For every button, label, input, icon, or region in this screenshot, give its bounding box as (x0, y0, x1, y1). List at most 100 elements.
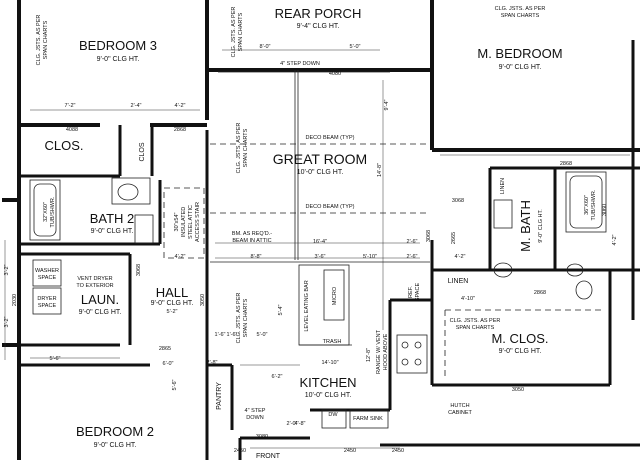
room-m-bath: M. BATH (518, 200, 533, 252)
note-clg-jsts-5: CLG. JSTS. AS PER (236, 293, 242, 344)
dim-label: 5'-4" (278, 304, 284, 315)
note-ref-1: REF. (408, 286, 414, 298)
note-clg-jsts-4: CLG. JSTS. AS PER (236, 123, 242, 174)
dim-label: 4'-10" (461, 296, 475, 302)
dim-label: 2'-6" (407, 239, 418, 245)
note-washer-1: WASHER (35, 268, 59, 274)
note-range-2: HOOD ABOVE (383, 333, 389, 370)
dim-label: 5'-0" (350, 44, 361, 50)
dim-label: 4'-2" (175, 254, 186, 260)
dim-label: 2868 (174, 127, 186, 133)
room-bedroom3-ceiling: 9'-0" CLG HT. (97, 56, 140, 63)
room-hall-ceiling: 9'-0" CLG HT. (151, 300, 194, 307)
note-farm-sink: FARM SINK (353, 416, 383, 422)
room-m-bath-ceiling: 9'-0" CLG HT. (538, 209, 544, 243)
dim-label: 2'-0" (287, 421, 298, 427)
dim-label: 2'-4" (131, 103, 142, 109)
dim-label: 5'-10" (363, 254, 377, 260)
dim-label: 2665 (451, 232, 457, 244)
note-range-1: RANGE W/ VENT (376, 329, 382, 374)
dim-label: 3050 (512, 387, 524, 393)
note-ref-2: SPACE (415, 283, 421, 302)
dim-label: 4'-8" (295, 421, 306, 427)
room-bath2-ceiling: 9'-0" CLG HT. (91, 228, 134, 235)
dim-label: 4'-6" (453, 148, 464, 154)
room-clos: CLOS. (44, 138, 83, 153)
room-bedroom3: BEDROOM 3 (79, 38, 157, 53)
dim-label: 16'-4" (313, 239, 327, 245)
dim-label: 3068 (136, 264, 142, 276)
note-deco-beam-2: DECO BEAM (TYP) (306, 204, 355, 210)
note-dw: DW (328, 412, 338, 418)
dim-label: 2030 (12, 294, 18, 306)
dim-label: 8'-0" (260, 44, 271, 50)
dim-label: 1'-6" (215, 332, 226, 338)
dim-label: 4'-2" (175, 103, 186, 109)
room-bedroom2-ceiling: 9'-0" CLG HT. (94, 442, 137, 449)
note-deco-beam-1: DECO BEAM (TYP) (306, 135, 355, 141)
dim-label: 4080 (329, 71, 341, 77)
note-hutch-2: CABINET (448, 410, 472, 416)
note-vent-2: TO EXTERIOR (76, 283, 113, 289)
note-attic-4: ACCESS STAIR (195, 202, 201, 242)
room-m-clos: M. CLOS. (491, 331, 548, 346)
note-step-down-porch: 4" STEP DOWN (280, 61, 320, 67)
note-dryer-2: SPACE (38, 303, 57, 309)
dim-label: 14'-10" (321, 360, 338, 366)
dim-label: 3'-6" (315, 254, 326, 260)
dim-label: 2'-6" (407, 254, 418, 260)
room-rear-porch: REAR PORCH (275, 6, 362, 21)
note-washer-2: SPACE (38, 275, 57, 281)
room-great-room-ceiling: 10'-0" CLG HT. (297, 169, 344, 176)
dim-label: 9'-4" (384, 99, 390, 110)
room-pantry: PANTRY (216, 382, 223, 410)
note-clg-jsts-6: CLG. JSTS. AS PER (450, 318, 501, 324)
note-clg-jsts-2: CLG. JSTS. AS PER (231, 7, 237, 58)
note-bm-1: BM. AS REQ'D.- (232, 231, 272, 237)
note-attic-3: STEEL ATTIC (188, 205, 194, 239)
dim-label: 2868 (560, 161, 572, 167)
room-bedroom2: BEDROOM 2 (76, 424, 154, 439)
dimensions: 8'-0" 5'-0" 4080 7'-2" 2'-4" 4'-2" 4088 … (4, 44, 618, 454)
note-tub-1: 32"X60" (43, 202, 49, 222)
room-m-clos-ceiling: 9'-0" CLG HT. (499, 348, 542, 355)
note-attic-2: INSULATED (181, 207, 187, 237)
room-m-bedroom: M. BEDROOM (477, 46, 562, 61)
room-labels: REAR PORCH 9'-4" CLG HT. BEDROOM 3 9'-0"… (44, 6, 562, 460)
dim-label: 3068 (426, 230, 432, 242)
dim-label: 6'-0" (163, 361, 174, 367)
note-span-charts-5: SPAN CHARTS (243, 298, 249, 337)
room-front: FRONT (256, 453, 281, 460)
dim-label: 2450 (344, 448, 356, 454)
dim-label: 5'-0" (257, 332, 268, 338)
dim-label: 12'-8" (366, 348, 372, 362)
note-micro: MICRO (332, 286, 338, 305)
dim-label: 7'-2" (65, 103, 76, 109)
room-clos-small: CLOS (139, 142, 146, 161)
note-clg-jsts-1: CLG. JSTS. AS PER (36, 15, 42, 66)
room-hall: HALL (156, 285, 189, 300)
room-linen-bath: LINEN (500, 178, 506, 194)
dim-label: 3'-2" (4, 264, 10, 275)
note-eating-bar: LEVEL EATING BAR (304, 280, 310, 331)
dim-label: 9'-2" (603, 148, 614, 154)
dim-label: 2450 (392, 448, 404, 454)
dim-label: 3080 (256, 434, 268, 440)
note-span-charts-2: SPAN CHARTS (238, 12, 244, 51)
dim-label: 3068 (452, 198, 464, 204)
note-span-charts-3: SPAN CHARTS (501, 13, 540, 19)
notes: CLG. JSTS. AS PER SPAN CHARTS CLG. JSTS.… (35, 6, 597, 422)
note-span-charts-1: SPAN CHARTS (43, 20, 49, 59)
dim-label: 5'-6" (50, 356, 61, 362)
note-step-down-front-1: 4" STEP (245, 408, 266, 414)
dim-label: 2865 (159, 346, 171, 352)
dim-label: 2450 (234, 448, 246, 454)
note-tub-m-2: TUB/SHWR. (591, 189, 597, 220)
room-great-room: GREAT ROOM (273, 151, 367, 167)
note-tub-m-1: 36"X60" (584, 195, 590, 215)
room-rear-porch-ceiling: 9'-4" CLG HT. (297, 23, 340, 30)
dim-label: 6'-2" (272, 374, 283, 380)
dim-label: 2868 (534, 290, 546, 296)
note-hutch-1: HUTCH (450, 403, 469, 409)
dim-label: 3060 (602, 204, 608, 216)
